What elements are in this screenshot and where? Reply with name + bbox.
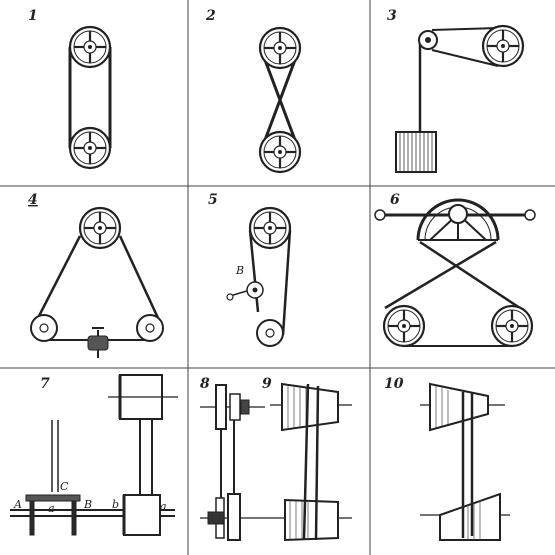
panel-number-9: 9: [262, 376, 272, 392]
fig5-idler-belt: B: [226, 206, 292, 347]
pulley-icon: [490, 304, 534, 348]
panel-number-10: 10: [384, 376, 404, 392]
fig10-cone-pulleys: [420, 382, 510, 541]
fig2-crossed-belt: [258, 26, 302, 174]
tensioner-pulley: [87, 327, 109, 358]
pulley-icon: [382, 304, 426, 348]
panel-number-2: 2: [205, 8, 216, 24]
panel-number-8: 8: [200, 376, 210, 392]
fig8-stepped-pulleys: [200, 384, 265, 541]
panel-number-4: 4: [28, 192, 38, 208]
pulley-icon: [68, 25, 112, 69]
fig6-wheel-crossed-belt: [374, 198, 536, 348]
panel-number-1: 1: [28, 8, 38, 24]
panel-number-3: 3: [387, 8, 397, 24]
panel-number-5: 5: [208, 192, 218, 208]
fig7-label-A: A: [13, 498, 22, 511]
fig5-label-B: B: [235, 264, 244, 277]
pulley-icon: [258, 26, 302, 70]
pulley-icon: [248, 206, 292, 250]
fig9-cone-pulleys: [265, 382, 352, 542]
fig3-weighted-belt: [395, 24, 525, 173]
fig7-clutch-shaft: A a C B b a: [10, 374, 178, 536]
fig7-label-a-left: a: [48, 502, 55, 515]
pulley-icon: [78, 206, 122, 250]
panel-number-6: 6: [390, 192, 400, 208]
fig7-label-a-right: a: [160, 500, 167, 513]
fig4-three-pulley-belt: [30, 206, 164, 358]
panel-number-7: 7: [40, 376, 50, 392]
fig7-label-b: b: [112, 498, 119, 511]
pulley-icon: [258, 130, 302, 174]
fig7-label-C: C: [60, 480, 69, 493]
pulley-icon: [481, 24, 525, 68]
fig1-open-belt: [68, 25, 112, 170]
fig7-label-B: B: [83, 498, 92, 511]
pulley-icon: [68, 126, 112, 170]
